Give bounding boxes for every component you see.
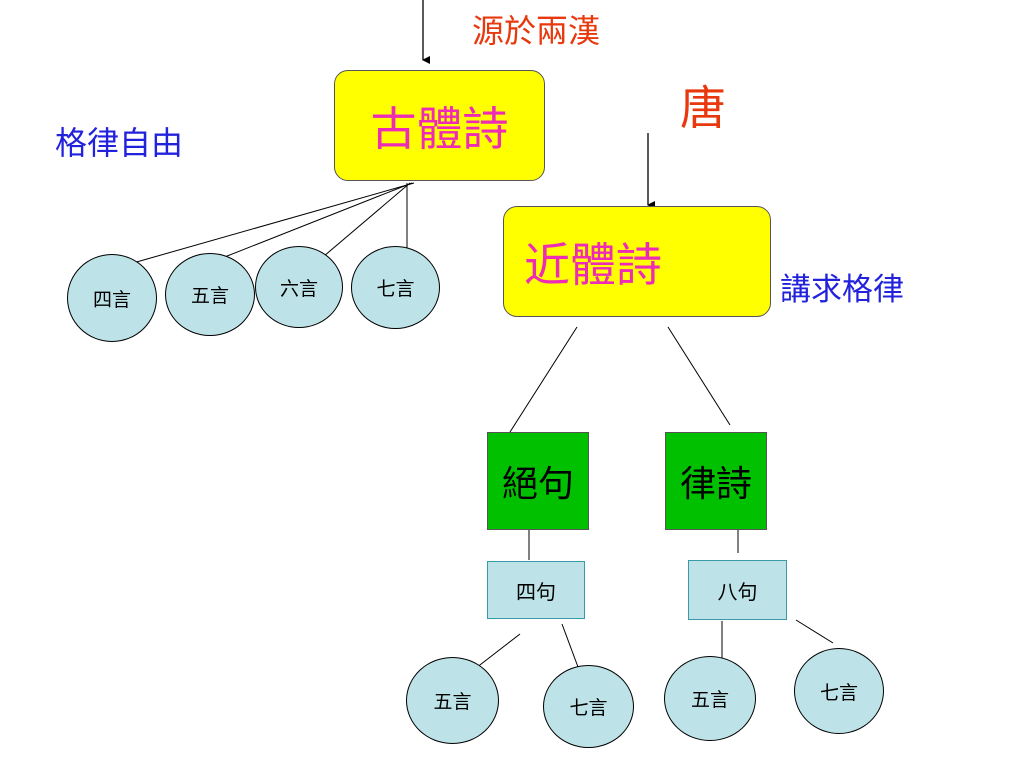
jintishi-box: 近體詩: [503, 206, 771, 317]
jueju-lines-box: 四句: [487, 561, 585, 619]
lushi-form-qiyan: 七言: [794, 648, 884, 734]
line-siju-wuyan: [475, 633, 521, 669]
line-gutishi-siyan: [132, 182, 415, 264]
origin-label: 源於兩漢: [472, 12, 601, 50]
line-gutishi-wuyan: [211, 182, 413, 263]
lushi-box: 律詩: [665, 432, 767, 530]
lushi-form-wuyan: 五言: [664, 656, 756, 741]
gutishi-box: 古體詩: [334, 70, 545, 181]
tang-dynasty-label: 唐: [680, 81, 726, 135]
gutishi-form-liuyan: 六言: [255, 246, 343, 328]
lushi-lines-box: 八句: [688, 560, 787, 620]
jintishi-note: 講求格律: [780, 272, 904, 308]
gutishi-form-siyan: 四言: [67, 254, 157, 342]
line-jintishi-jueju: [509, 326, 578, 433]
line-siju-qiyan: [561, 623, 579, 668]
jueju-form-wuyan: 五言: [406, 657, 499, 744]
gutishi-note: 格律自由: [55, 124, 184, 162]
line-baju-qiyan: [795, 619, 834, 644]
gutishi-form-qiyan: 七言: [351, 246, 440, 329]
gutishi-form-wuyan: 五言: [165, 253, 255, 336]
line-gutishi-liuyan: [316, 182, 411, 263]
jueju-form-qiyan: 七言: [543, 665, 634, 748]
line-jintishi-lushi: [667, 326, 731, 426]
jueju-box: 絕句: [487, 432, 589, 530]
